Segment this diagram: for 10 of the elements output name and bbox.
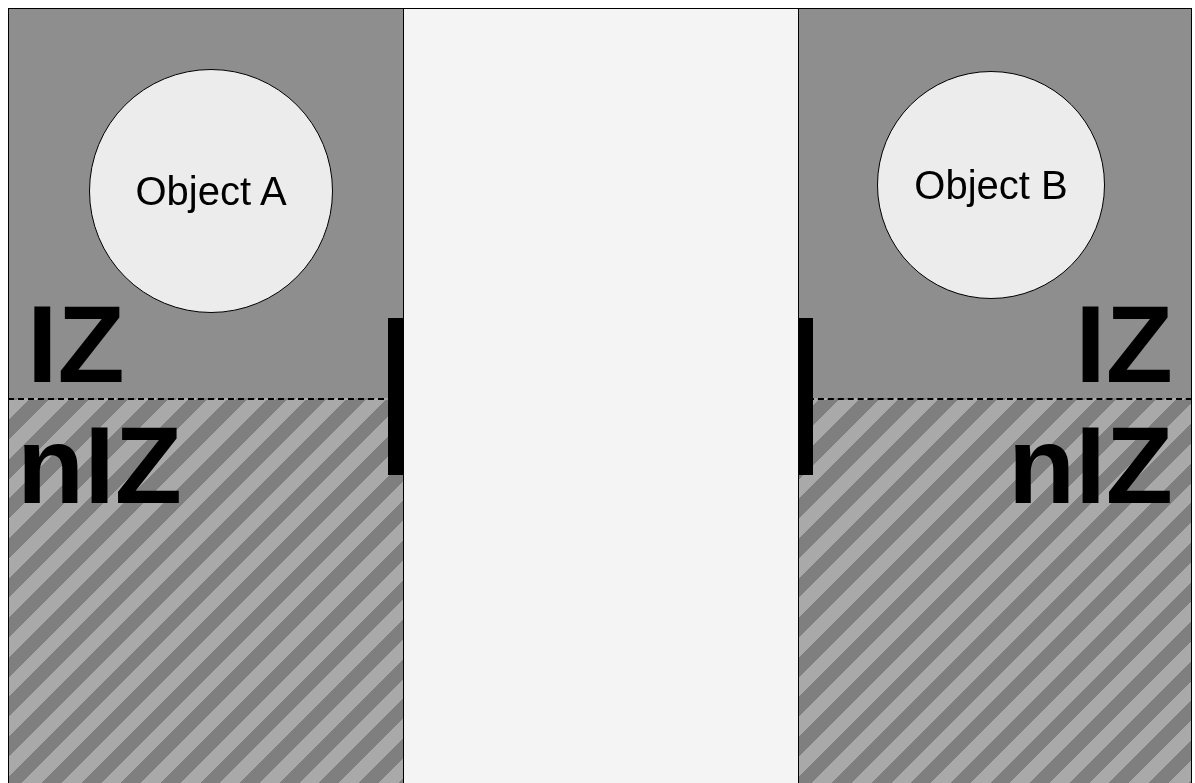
object-circle: Object B: [877, 71, 1105, 299]
center-band: [403, 8, 799, 783]
hatched-zone: [798, 398, 1192, 783]
zone-label: nIZ: [1008, 410, 1173, 520]
wall-bar: [798, 318, 813, 475]
wall-bar: [388, 318, 403, 475]
zone-label: nIZ: [17, 410, 182, 520]
shaded-zone: [8, 8, 404, 398]
shaded-zone: [798, 8, 1192, 398]
hatched-zone: [8, 398, 404, 783]
